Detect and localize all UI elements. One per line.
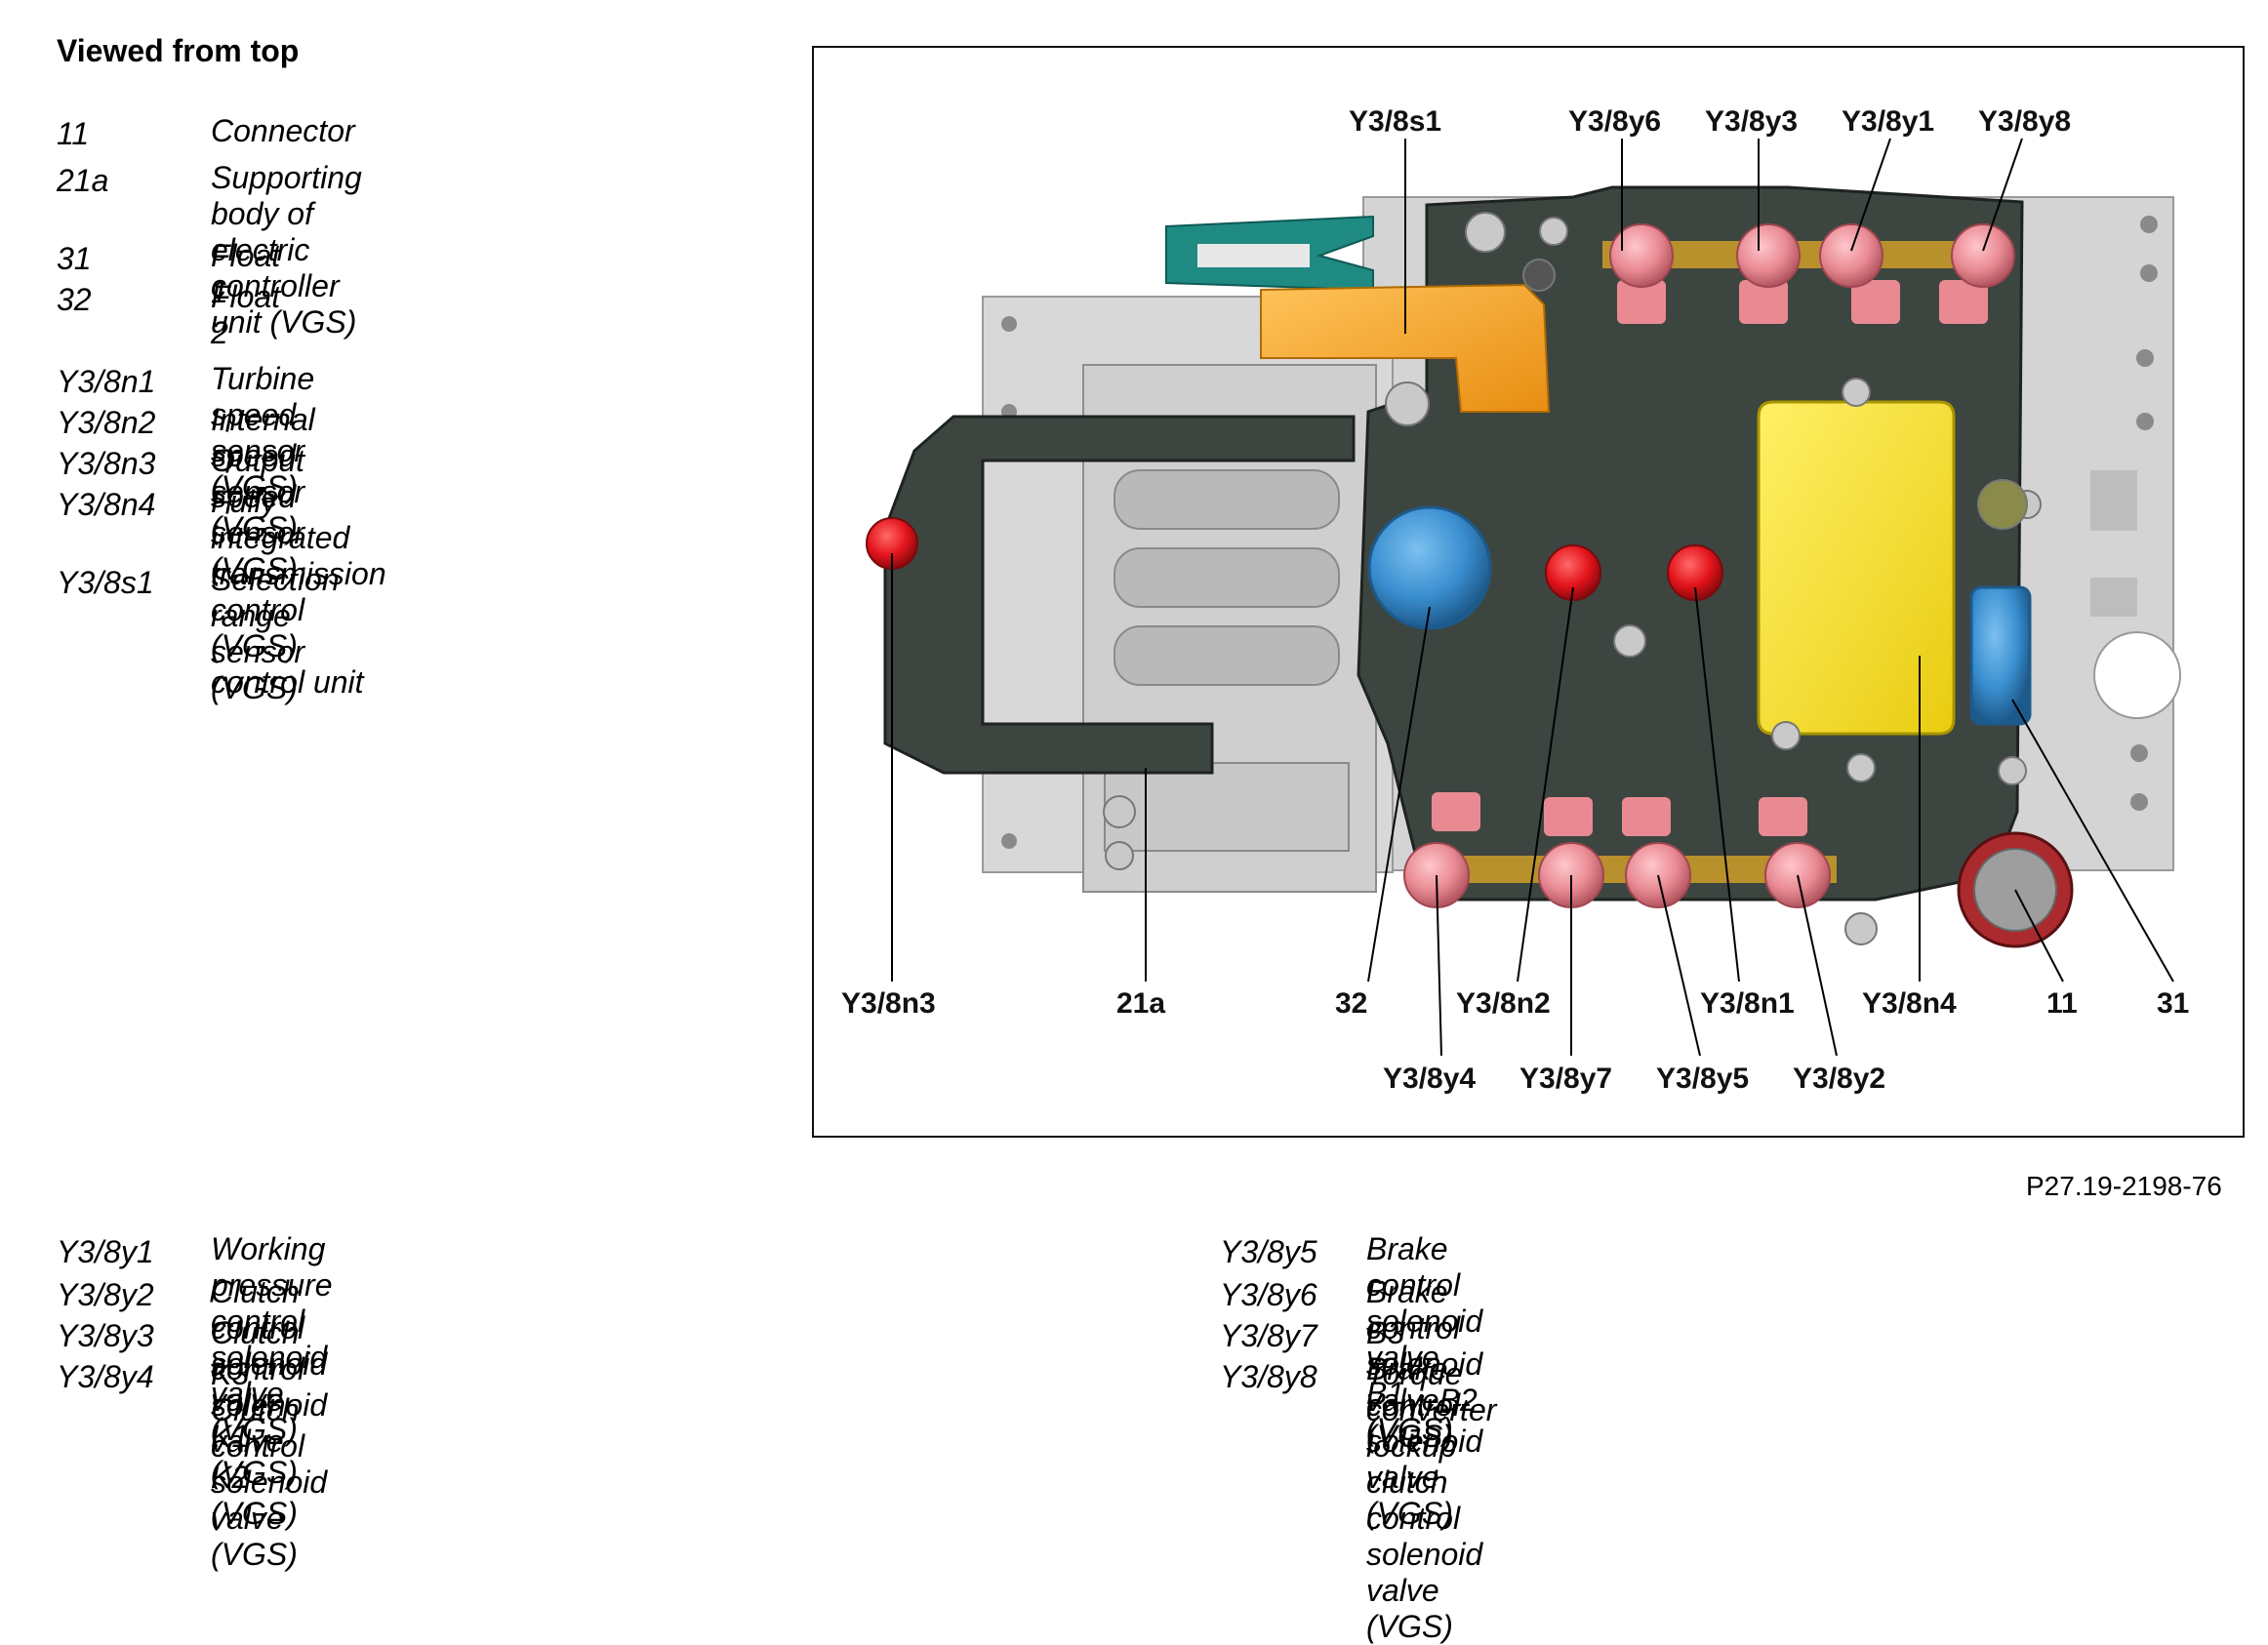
callout-y3-8y8: Y3/8y8 <box>1978 105 2071 138</box>
selection-range-sensor <box>1260 283 1551 413</box>
legend-code: 11 <box>57 116 90 151</box>
callout-y3-8y7: Y3/8y7 <box>1519 1063 1612 1095</box>
legend-desc: Float 2 <box>211 279 281 350</box>
callout-y3-8y6: Y3/8y6 <box>1568 105 1661 138</box>
legend-desc: Turbine speed sensor (VGS) <box>211 361 315 504</box>
spool-valves <box>1104 469 1350 852</box>
top-solenoids <box>1602 223 2015 324</box>
legend-desc: K3 Clutch control solenoid valve (VGS) <box>211 1356 328 1572</box>
legend-desc: Output speed sensor (VGS) <box>211 443 305 586</box>
legend-code: Y3/8y6 <box>1220 1277 1317 1312</box>
callout-y3-8y2: Y3/8y2 <box>1793 1063 1885 1095</box>
legend-code: 21a <box>57 163 109 198</box>
callout-y3-8n2: Y3/8n2 <box>1456 987 1551 1020</box>
legend-code: Y3/8s1 <box>57 565 154 600</box>
valve-body-illustration: Y3/8s1 Y3/8y6 Y3/8y3 Y3/8y1 Y3/8y8 Y3/8n… <box>841 105 2189 1095</box>
control-unit <box>1757 400 1956 736</box>
legend-desc: Float 1 <box>211 238 281 309</box>
legend-code: Y3/8n3 <box>57 446 156 481</box>
legend-code: Y3/8n4 <box>57 487 156 522</box>
callout-y3-8y4: Y3/8y4 <box>1383 1063 1476 1095</box>
legend-code: Y3/8y5 <box>1220 1234 1317 1269</box>
legend-desc: Supporting body of electric controller u… <box>211 160 362 340</box>
legend-code: 32 <box>57 282 92 317</box>
legend-code: Y3/8y1 <box>57 1234 154 1269</box>
leader-lines <box>891 138 2174 1057</box>
float-1 <box>1969 585 2032 726</box>
callout-y3-8n4: Y3/8n4 <box>1862 987 1957 1020</box>
legend-desc: Brake control solenoid valveB2 (VGS) <box>1366 1274 1483 1454</box>
diagram-panel: Y3/8s1 Y3/8y6 Y3/8y3 Y3/8y1 Y3/8y8 Y3/8n… <box>812 46 2245 1138</box>
legend-code: Y3/8y3 <box>57 1318 154 1353</box>
callout-32: 32 <box>1335 987 1367 1020</box>
teal-bracket <box>1165 215 1374 292</box>
callout-11: 11 <box>2046 987 2078 1020</box>
legend-desc: Fully integrated transmission control (V… <box>211 484 386 700</box>
legend-code: Y3/8y4 <box>57 1359 154 1394</box>
callout-y3-8y5: Y3/8y5 <box>1656 1063 1749 1095</box>
figure-reference: P27.19-2198-76 <box>2026 1171 2222 1201</box>
legend-code: Y3/8y8 <box>1220 1359 1317 1394</box>
legend-desc: Connector <box>211 113 355 148</box>
legend-code: Y3/8y7 <box>1220 1318 1317 1353</box>
legend-desc: Brake control solenoid valve B1 (VGS) <box>1366 1231 1483 1447</box>
callout-labels: Y3/8s1 Y3/8y6 Y3/8y3 Y3/8y1 Y3/8y8 Y3/8n… <box>841 105 2189 1095</box>
legend-desc: Working pressure control solenoid valve … <box>211 1231 333 1447</box>
float-2 <box>1367 505 1492 630</box>
callout-y3-8n3: Y3/8n3 <box>841 987 936 1020</box>
bolts <box>1103 212 2042 945</box>
legend-code: Y3/8n1 <box>57 364 156 399</box>
legend-code: 31 <box>57 241 92 276</box>
callout-y3-8n1: Y3/8n1 <box>1700 987 1795 1020</box>
callout-21a: 21a <box>1116 987 1165 1020</box>
callout-y3-8s1: Y3/8s1 <box>1349 105 1441 138</box>
heading: Viewed from top <box>57 33 300 68</box>
legend-desc: Torque converter lockup clutch control s… <box>1366 1356 1497 1644</box>
legend-desc: Internal speed sensor (VGS) <box>211 402 315 545</box>
callout-y3-8y3: Y3/8y3 <box>1705 105 1798 138</box>
callout-31: 31 <box>2157 987 2189 1020</box>
legend-code: Y3/8y2 <box>57 1277 154 1312</box>
speed-sensors <box>866 517 1723 601</box>
legend-code: Y3/8n2 <box>57 405 156 440</box>
legend-desc: Selection range sensor (VGS) <box>211 562 340 705</box>
callout-y3-8y1: Y3/8y1 <box>1842 105 1934 138</box>
